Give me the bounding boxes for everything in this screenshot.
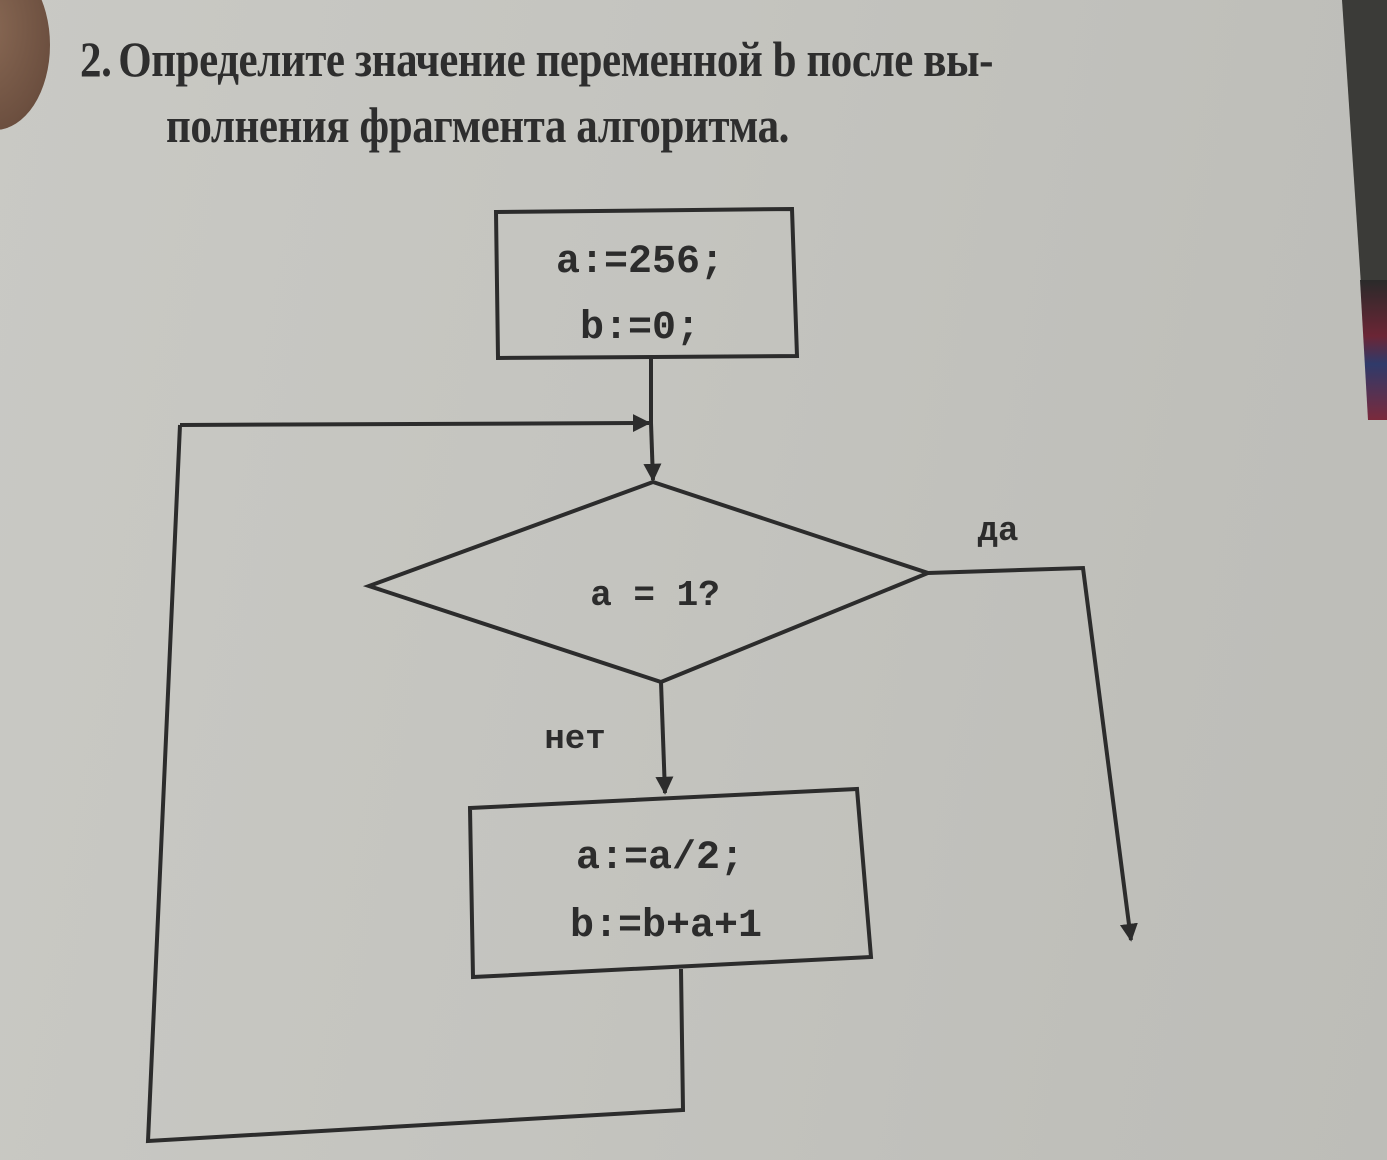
loop-body-block (467, 786, 874, 980)
init-line-2: b:=0; (580, 306, 700, 351)
init-block (493, 206, 800, 361)
loop-line-2: b:=b+a+1 (570, 904, 762, 949)
arrow-into-condition (643, 422, 662, 482)
loop-back-arrow (179, 414, 651, 433)
loop-line-1: a:=a/2; (576, 836, 744, 881)
condition-text: a = 1? (590, 575, 720, 616)
question-line-2: полнения фрагмента алгоритма. (166, 97, 789, 153)
question-line-1: 2.Определите значение переменной b после… (80, 26, 993, 92)
question-text: 2.Определите значение переменной b после… (80, 26, 993, 158)
no-branch-arrow (655, 681, 674, 795)
task-number: 2. (80, 31, 112, 87)
init-line-1: a:=256; (556, 240, 724, 285)
question-line-1-text: Определите значение переменной b после в… (118, 31, 994, 87)
yes-label: да (978, 513, 1019, 551)
yes-branch-line (927, 565, 1138, 942)
no-label: нет (544, 721, 605, 759)
loop-back-line (145, 424, 686, 1144)
